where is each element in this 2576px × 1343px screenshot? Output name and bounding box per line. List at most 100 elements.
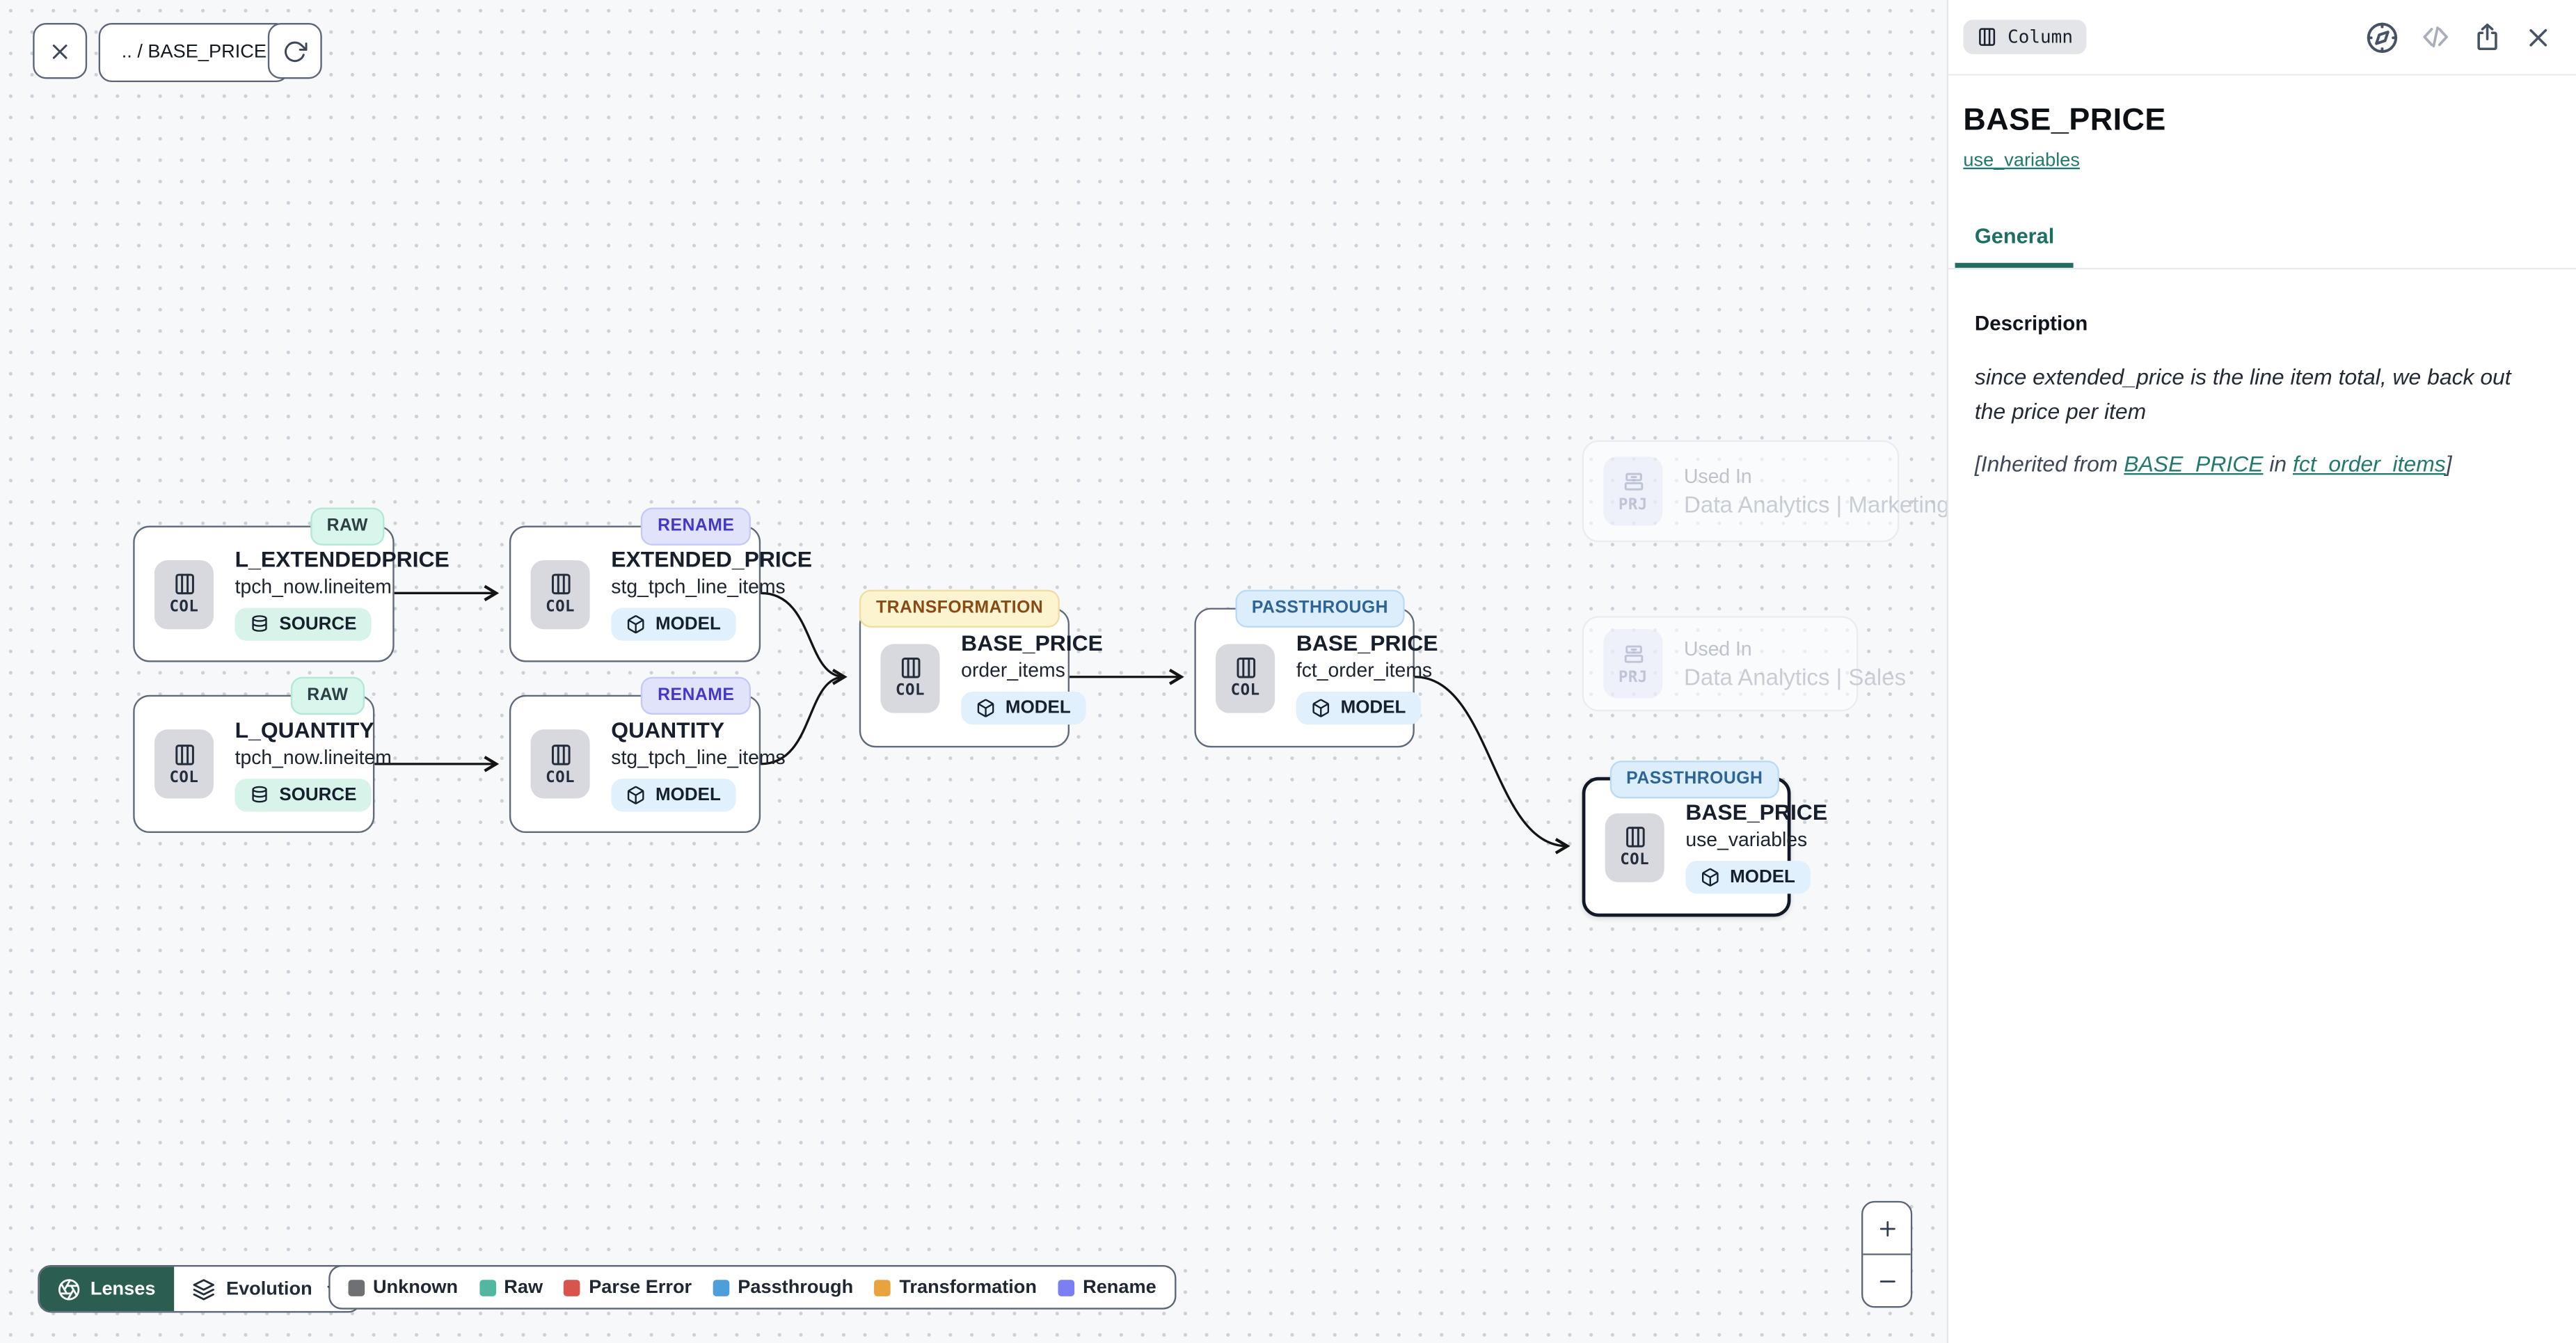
legend-swatch: [348, 1279, 365, 1296]
lineage-kind-badge: RAW: [290, 676, 365, 715]
node-subtitle: stg_tpch_line_items: [611, 575, 786, 598]
breadcrumb-label: .. / BASE_PRICE: [121, 42, 267, 63]
legend-item: Parse Error: [564, 1278, 692, 1297]
refresh-button[interactable]: [267, 23, 322, 79]
cube-icon: [977, 699, 994, 717]
cube-icon: [627, 615, 644, 634]
detail-panel-header: Column: [1948, 0, 2576, 76]
legend-item: Raw: [479, 1278, 543, 1297]
entity-type-chip: Column: [1963, 19, 2086, 54]
model-link[interactable]: use_variables: [1963, 151, 2080, 171]
lineage-kind-badge: RENAME: [641, 676, 751, 715]
node-subtitle: order_items: [961, 658, 1065, 682]
database-icon: [252, 615, 267, 632]
column-chip: COL: [1216, 643, 1275, 713]
minus-icon: [1879, 1280, 1895, 1282]
inherited-column-link[interactable]: BASE_PRICE: [2124, 452, 2264, 477]
used-in-label: Used In: [1684, 465, 1752, 488]
used-in-label: Used In: [1684, 637, 1752, 661]
columns-icon: [1625, 827, 1644, 848]
zoom-in-button[interactable]: [1863, 1202, 1911, 1255]
used-in-node-marketing: PRJ Used In Data Analytics | Marketing: [1582, 440, 1950, 543]
model-pill: MODEL: [611, 607, 736, 641]
column-chip: COL: [154, 729, 214, 799]
project-chip: PRJ: [1603, 456, 1663, 526]
aperture-icon: [58, 1278, 80, 1300]
description-body: since extended_price is the line item to…: [1974, 365, 2511, 424]
columns-icon: [1979, 28, 1996, 46]
node-subtitle: tpch_now.lineitem: [234, 745, 392, 768]
used-in-node-sales: PRJ Used In Data Analytics | Sales: [1582, 616, 1906, 712]
source-pill: SOURCE: [234, 777, 372, 811]
column-chip: COL: [880, 643, 940, 713]
explore-button[interactable]: [2366, 21, 2399, 54]
lineage-node-l-extendedprice[interactable]: RAW COL L_EXTENDEDPRICE tpch_now.lineite…: [133, 507, 450, 662]
node-subtitle: use_variables: [1685, 827, 1808, 851]
used-in-project: Data Analytics | Marketing: [1684, 491, 1950, 518]
lineage-node-l-quantity[interactable]: RAW COL L_QUANTITY tpch_now.lineitem SOU…: [133, 676, 392, 834]
lineage-node-base-price-use-variables[interactable]: PASSTHROUGH COL BASE_PRICE use_variables…: [1582, 761, 1827, 917]
model-pill: MODEL: [961, 691, 1086, 725]
node-subtitle: tpch_now.lineitem: [234, 575, 392, 598]
legend-swatch: [713, 1279, 730, 1296]
project-drawers-icon: [1623, 472, 1643, 490]
close-lineage-button[interactable]: [33, 23, 88, 79]
legend-swatch: [1058, 1279, 1075, 1296]
project-drawers-icon: [1623, 644, 1643, 662]
lenses-control: Lenses Evolution: [38, 1264, 362, 1313]
layers-icon: [192, 1278, 214, 1300]
cube-icon: [1701, 868, 1719, 887]
model-pill: MODEL: [611, 777, 736, 811]
close-icon: [52, 43, 67, 58]
column-chip: COL: [1605, 812, 1664, 882]
refresh-icon: [285, 40, 308, 61]
zoom-out-button[interactable]: [1863, 1255, 1911, 1306]
columns-icon: [175, 573, 193, 595]
lineage-kind-badge: PASSTHROUGH: [1235, 589, 1405, 628]
node-subtitle: fct_order_items: [1296, 658, 1433, 682]
node-subtitle: stg_tpch_line_items: [611, 745, 786, 768]
columns-icon: [900, 657, 920, 678]
columns-icon: [175, 743, 193, 765]
view-code-button[interactable]: [2420, 22, 2451, 53]
close-panel-button[interactable]: [2523, 22, 2552, 51]
lineage-node-base-price-order-items[interactable]: TRANSFORMATION COL BASE_PRICE order_item…: [859, 589, 1103, 748]
legend-swatch: [564, 1279, 581, 1296]
cube-icon: [1312, 699, 1330, 717]
tab-general[interactable]: General: [1955, 223, 2074, 268]
share-icon: [2477, 22, 2497, 49]
model-pill: MODEL: [1685, 861, 1811, 894]
lineage-node-quantity[interactable]: RENAME COL QUANTITY stg_tpch_line_items …: [509, 676, 786, 834]
description-section: Description since extended_price is the …: [1948, 312, 2576, 477]
detail-panel: Column BASE_PRICE use_variables Gener: [1946, 0, 2576, 1343]
lineage-node-base-price-fct-order-items[interactable]: PASSTHROUGH COL BASE_PRICE fct_order_ite…: [1194, 589, 1438, 748]
column-chip: COL: [530, 559, 590, 629]
project-chip: PRJ: [1603, 629, 1663, 699]
node-title: L_QUANTITY: [234, 717, 374, 742]
legend-item: Transformation: [874, 1278, 1037, 1297]
source-pill: SOURCE: [234, 607, 372, 641]
database-icon: [252, 785, 267, 802]
breadcrumb[interactable]: .. / BASE_PRICE: [98, 23, 290, 83]
legend-item: Unknown: [348, 1278, 458, 1297]
compass-icon: [2367, 22, 2398, 52]
node-title: BASE_PRICE: [961, 630, 1103, 656]
model-pill: MODEL: [1296, 691, 1421, 725]
legend-item: Rename: [1058, 1278, 1156, 1297]
code-icon: [2423, 26, 2448, 48]
node-title: QUANTITY: [611, 717, 725, 742]
node-title: BASE_PRICE: [1296, 630, 1438, 656]
lineage-canvas[interactable]: .. / BASE_PRICE PRJ Used In Data Analyti…: [0, 0, 1950, 1343]
columns-icon: [550, 573, 570, 595]
lineage-kind-badge: TRANSFORMATION: [859, 589, 1060, 628]
node-title: L_EXTENDEDPRICE: [234, 547, 450, 572]
legend-item: Passthrough: [713, 1278, 853, 1297]
inherited-model-link[interactable]: fct_order_items: [2293, 452, 2446, 477]
used-in-project: Data Analytics | Sales: [1684, 663, 1907, 690]
share-button[interactable]: [2472, 22, 2502, 51]
panel-tabs: General: [1948, 222, 2576, 270]
legend-swatch: [874, 1279, 891, 1296]
lineage-node-extended-price[interactable]: RENAME COL EXTENDED_PRICE stg_tpch_line_…: [509, 507, 812, 662]
lenses-button[interactable]: Lenses: [39, 1266, 174, 1312]
description-heading: Description: [1974, 312, 2088, 335]
